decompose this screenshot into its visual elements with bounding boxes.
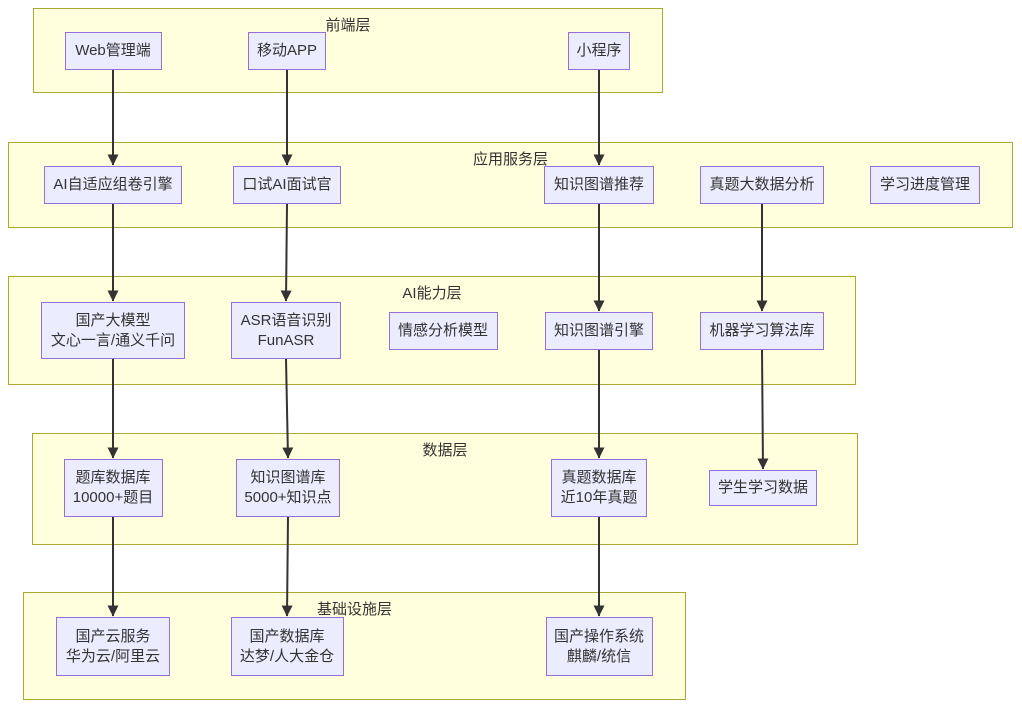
node-label-line: 情感分析模型 <box>397 322 488 339</box>
edge-asr_speech-to-kg_db <box>282 358 294 459</box>
node-label-line: Web管理端 <box>75 42 151 59</box>
node-asr_speech: ASR语音识别 FunASR <box>231 302 341 359</box>
node-student_learning_data: 学生学习数据 <box>709 470 817 506</box>
node-exam_db: 真题数据库近10年真题 <box>551 459 647 517</box>
node-domestic_llm: 国产大模型文心一言/通义千问 <box>41 302 185 359</box>
node-label-line: 真题大数据分析 <box>709 176 815 193</box>
node-domestic_os: 国产操作系统麒麟/统信 <box>545 617 653 676</box>
node-label-line: 知识图谱引擎 <box>553 322 644 339</box>
node-label-line: FunASR <box>257 331 315 349</box>
node-label-line: 文心一言/通义千问 <box>50 331 176 349</box>
node-exam_bigdata_analysis: 真题大数据分析 <box>700 166 824 204</box>
node-label-line: 达梦/人大金仓 <box>239 647 335 665</box>
node-kg_db: 知识图谱库 5000+知识点 <box>236 459 340 517</box>
layer-title-app_service: 应用服务层 <box>472 151 548 168</box>
node-label-line: 口试AI面试官 <box>242 176 332 193</box>
node-label-line: 知识图谱库 <box>250 469 326 486</box>
node-sentiment_model: 情感分析模型 <box>388 312 498 350</box>
node-ml_algorithm_lib: 机器学习算法库 <box>700 312 824 350</box>
node-adaptive_paper_engine: AI自适应组卷引擎 <box>44 166 182 204</box>
edge-ml_algorithm_lib-to-student_learning_data <box>757 349 769 470</box>
layer-title-infrastructure: 基础设施层 <box>316 601 392 618</box>
node-label-line: 国产操作系统 <box>553 627 644 645</box>
layer-title-data_layer: 数据层 <box>422 442 468 459</box>
node-label-line: 近10年真题 <box>560 489 638 506</box>
node-domestic_database: 国产数据库达梦/人大金仓 <box>230 617 344 676</box>
node-domestic_cloud: 国产云服务华为云/阿里云 <box>56 617 170 676</box>
node-oral_ai_interviewer: 口试AI面试官 <box>233 166 341 204</box>
node-label-line: 5000+知识点 <box>244 489 332 506</box>
node-kg_engine: 知识图谱引擎 <box>545 312 653 350</box>
node-label-line: 国产大模型 <box>75 311 151 329</box>
node-kg_recommend: 知识图谱推荐 <box>544 166 654 204</box>
node-label-line: 真题数据库 <box>561 469 637 486</box>
node-label-line: 华为云/阿里云 <box>65 647 161 665</box>
edge-kg_db-to-domestic_database <box>281 516 293 617</box>
node-label-line: 国产云服务 <box>75 627 151 645</box>
node-label-line: 国产数据库 <box>249 627 325 645</box>
node-web_admin: Web管理端 <box>64 32 162 70</box>
node-label-line: 学生学习数据 <box>717 479 808 496</box>
node-label-line: 题库数据库 <box>75 469 151 486</box>
node-label-line: 移动APP <box>256 42 317 59</box>
node-study_progress_mgmt: 学习进度管理 <box>870 166 980 204</box>
node-label-line: 知识图谱推荐 <box>553 176 644 193</box>
layer-title-ai_capability: AI能力层 <box>402 285 462 302</box>
node-label-line: 10000+题目 <box>72 489 154 506</box>
node-mini_program: 小程序 <box>568 32 630 70</box>
layer-title-frontend: 前端层 <box>325 17 371 34</box>
node-label-line: 麒麟/统信 <box>566 647 632 665</box>
edge-oral_ai_interviewer-to-asr_speech <box>280 203 292 302</box>
node-label-line: 小程序 <box>576 42 622 59</box>
node-question_db: 题库数据库 10000+题目 <box>63 459 163 517</box>
node-mobile_app: 移动APP <box>248 32 326 70</box>
node-label-line: ASR语音识别 <box>240 311 332 329</box>
node-label-line: 学习进度管理 <box>879 176 970 193</box>
node-label-line: 机器学习算法库 <box>709 322 815 339</box>
node-label-line: AI自适应组卷引擎 <box>53 176 173 193</box>
